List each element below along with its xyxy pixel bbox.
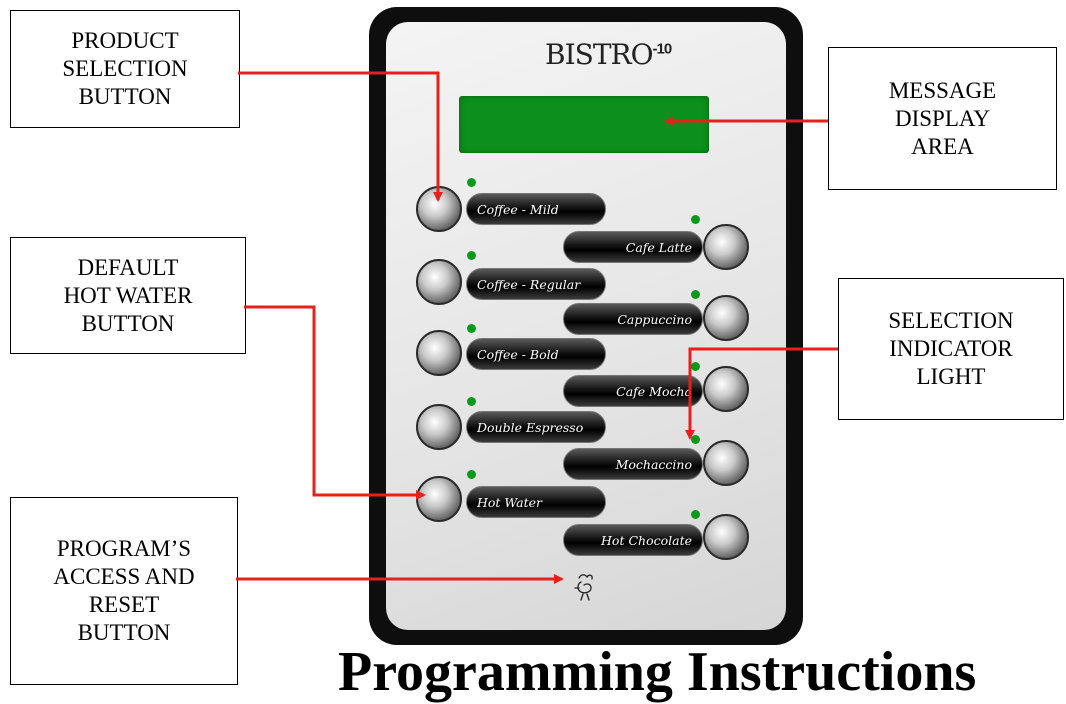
selection-button-coffee-bold[interactable] bbox=[416, 330, 462, 376]
indicator-light bbox=[691, 290, 700, 299]
callout-line: HOT WATER bbox=[63, 282, 193, 308]
selection-button-double-espresso[interactable] bbox=[416, 404, 462, 450]
label-mochaccino: Mochaccino bbox=[563, 448, 703, 480]
callout-line: LIGHT bbox=[916, 364, 986, 389]
callout-line: AREA bbox=[911, 133, 974, 159]
callout-line: PRODUCT bbox=[71, 28, 179, 53]
callout-line: BUTTON bbox=[81, 310, 175, 336]
callout-line: SELECTION bbox=[62, 56, 188, 81]
brand-name: BISTRO bbox=[545, 38, 654, 71]
callout-default-hot-water-button: DEFAULT HOT WATER BUTTON bbox=[10, 237, 246, 354]
arrow-product-selection bbox=[238, 71, 443, 202]
label-coffee-regular: Coffee - Regular bbox=[466, 268, 606, 300]
indicator-light bbox=[467, 470, 476, 479]
page-title: Programming Instructions bbox=[338, 641, 977, 703]
callout-message-display-area: MESSAGE DISPLAY AREA bbox=[828, 47, 1057, 190]
callout-line: INDICATOR bbox=[889, 336, 1013, 361]
label-cafe-latte: Cafe Latte bbox=[563, 231, 703, 263]
indicator-light bbox=[691, 510, 700, 519]
label-double-espresso: Double Espresso bbox=[466, 411, 606, 443]
callout-line: MESSAGE bbox=[888, 77, 997, 103]
label-cappuccino: Cappuccino bbox=[563, 303, 703, 335]
selection-button-cafe-mocha[interactable] bbox=[703, 366, 749, 412]
indicator-light bbox=[467, 397, 476, 406]
selection-button-mochaccino[interactable] bbox=[703, 440, 749, 486]
callout-line: DEFAULT bbox=[77, 254, 179, 280]
selection-button-hot-chocolate[interactable] bbox=[703, 514, 749, 560]
callout-line: PROGRAM’S bbox=[56, 536, 192, 561]
callout-program-access-reset-button: PROGRAM’S ACCESS AND RESET BUTTON bbox=[10, 497, 238, 685]
indicator-light bbox=[691, 215, 700, 224]
program-reset-button-icon[interactable] bbox=[571, 572, 599, 602]
indicator-light bbox=[691, 362, 700, 371]
callout-line: DISPLAY bbox=[894, 105, 990, 131]
indicator-light bbox=[467, 178, 476, 187]
callout-line: ACCESS AND bbox=[53, 564, 195, 589]
indicator-light bbox=[467, 251, 476, 260]
label-hot-water: Hot Water bbox=[466, 486, 606, 518]
indicator-light bbox=[691, 435, 700, 444]
brand-model: -10 bbox=[652, 40, 673, 58]
callout-line: BUTTON bbox=[77, 620, 171, 645]
arrow-selection-indicator bbox=[685, 347, 838, 440]
selection-button-cafe-latte[interactable] bbox=[703, 224, 749, 270]
label-coffee-bold: Coffee - Bold bbox=[466, 338, 606, 370]
selection-button-coffee-regular[interactable] bbox=[416, 259, 462, 305]
callout-selection-indicator-light: SELECTION INDICATOR LIGHT bbox=[838, 278, 1064, 420]
brand-logo: BISTRO-10 bbox=[545, 38, 673, 71]
indicator-light bbox=[467, 324, 476, 333]
label-hot-chocolate: Hot Chocolate bbox=[563, 524, 703, 556]
callout-line: RESET bbox=[88, 592, 160, 617]
callout-product-selection-button: PRODUCT SELECTION BUTTON bbox=[10, 10, 240, 128]
label-coffee-mild: Coffee - Mild bbox=[466, 193, 606, 225]
arrow-hot-water bbox=[244, 305, 426, 500]
callout-line: BUTTON bbox=[78, 84, 172, 109]
callout-line: SELECTION bbox=[888, 308, 1014, 333]
selection-button-cappuccino[interactable] bbox=[703, 295, 749, 341]
label-cafe-mocha: Cafe Mocha bbox=[563, 375, 703, 407]
callout-arrows bbox=[236, 71, 838, 584]
